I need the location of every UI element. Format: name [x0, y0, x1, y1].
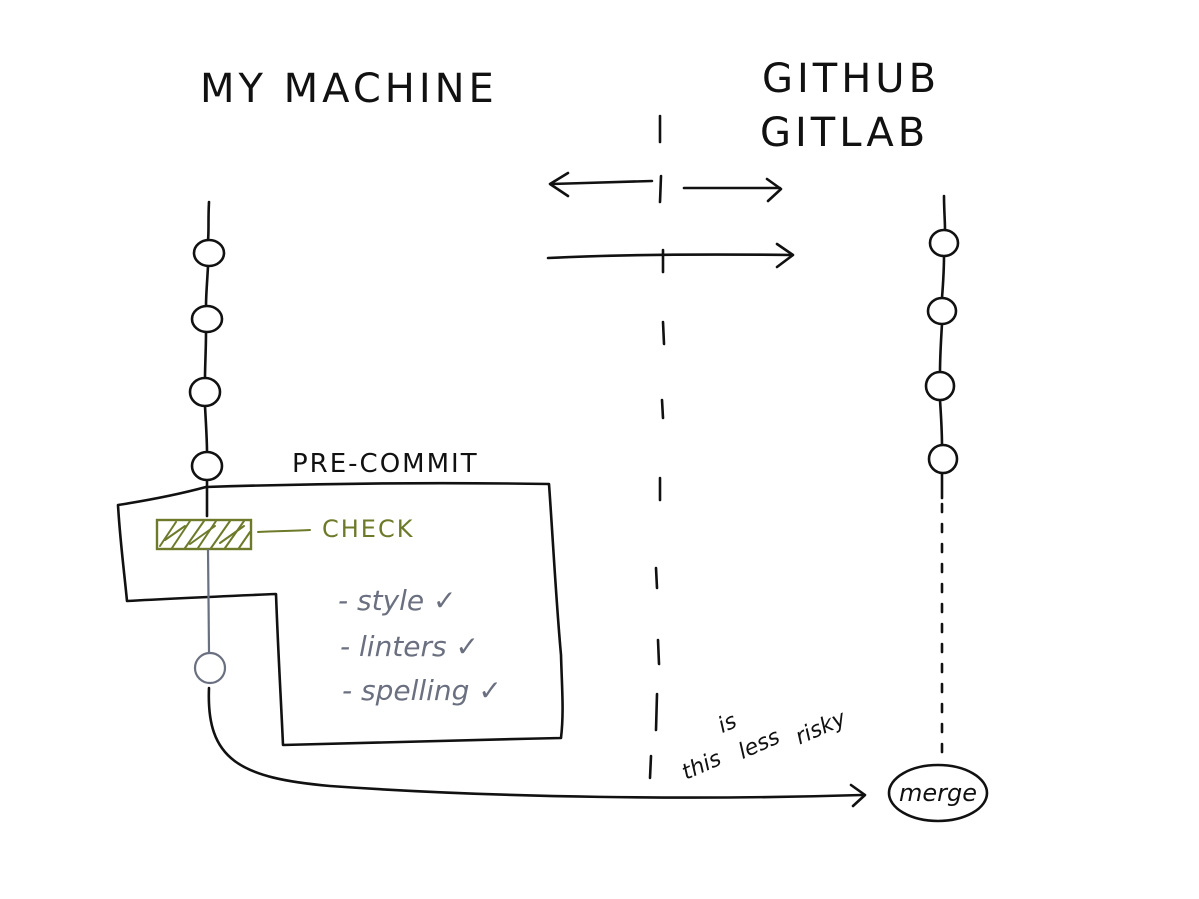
local-commit-node: [192, 238, 226, 268]
precommit-title: PRE-COMMIT: [292, 449, 479, 479]
check-label: CHECK: [322, 515, 414, 543]
note-word-is: is: [714, 709, 740, 739]
check-item-style: - style ✓: [338, 584, 457, 617]
remote-commit-node: [928, 228, 960, 258]
merge-label: merge: [899, 779, 977, 807]
local-commit-history: [188, 200, 226, 518]
push-arrow-top: [682, 177, 783, 203]
remote-commit-node: [926, 296, 958, 326]
precommit-box: [116, 481, 564, 747]
merge-path-arrow: [207, 686, 867, 808]
note-word-risky: risky: [792, 706, 851, 751]
remote-commit-node: [924, 370, 956, 402]
note-word-less: less: [735, 725, 784, 765]
merge-node: [887, 763, 989, 823]
heading-github: GITHUB: [762, 56, 940, 102]
check-item-spelling: - spelling ✓: [342, 674, 502, 707]
local-commit-node: [188, 376, 222, 408]
local-commit-node: [190, 450, 224, 482]
heading-gitlab: GITLAB: [760, 110, 929, 156]
local-commit-node: [190, 304, 224, 334]
push-arrow: [546, 242, 795, 269]
note-word-this: this: [678, 746, 725, 785]
pending-commit-node: [193, 651, 227, 685]
risk-note: this is less risky: [678, 706, 851, 786]
check-hook-bar: [155, 518, 311, 551]
remote-commit-history: [924, 194, 960, 762]
remote-commit-node: [927, 443, 959, 475]
pull-arrow: [548, 171, 654, 198]
heading-my-machine: MY MACHINE: [200, 66, 498, 112]
check-item-linters: - linters ✓: [340, 630, 479, 663]
pending-commit: [193, 548, 227, 685]
machine-divider-dashed-line: [648, 114, 666, 780]
